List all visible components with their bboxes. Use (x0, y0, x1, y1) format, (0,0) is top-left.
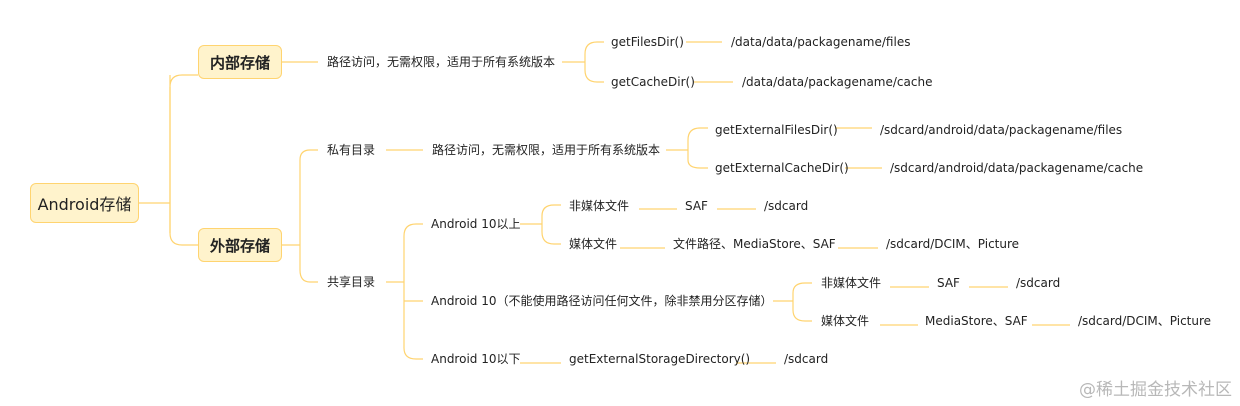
above10-nonmedia-method: SAF (685, 199, 708, 213)
above10-label: Android 10以上 (431, 217, 521, 231)
internal-desc: 路径访问，无需权限，适用于所有系统版本 (327, 55, 556, 69)
private-api-files: getExternalFilesDir() (715, 123, 838, 137)
above10-nonmedia-label: 非媒体文件 (569, 199, 630, 213)
above10-media-method: 文件路径、MediaStore、SAF (673, 237, 836, 251)
below10-method: getExternalStorageDirectory() (569, 352, 751, 366)
private-desc: 路径访问，无需权限，适用于所有系统版本 (432, 143, 661, 157)
internal-path-cache: /data/data/packagename/cache (742, 75, 933, 89)
below10-path: /sdcard (784, 352, 829, 366)
root-node: Android存储 (30, 183, 139, 223)
above10-media-label: 媒体文件 (569, 237, 618, 251)
internal-path-files: /data/data/packagename/files (731, 35, 911, 49)
watermark: @稀土掘金技术社区 (1079, 380, 1232, 400)
above10-media-path: /sdcard/DCIM、Picture (886, 237, 1020, 251)
above10-nonmedia-path: /sdcard (764, 199, 809, 213)
private-path-files: /sdcard/android/data/packagename/files (880, 123, 1123, 137)
eq10-nonmedia-label: 非媒体文件 (821, 276, 882, 290)
eq10-label: Android 10（不能使用路径访问任何文件，除非禁用分区存储） (431, 294, 773, 308)
eq10-nonmedia-method: SAF (937, 276, 960, 290)
eq10-nonmedia-path: /sdcard (1016, 276, 1061, 290)
internal-storage-node: 内部存储 (198, 45, 282, 79)
below10-label: Android 10以下 (431, 352, 521, 366)
external-storage-node: 外部存储 (198, 228, 282, 262)
shared-dir-label: 共享目录 (327, 275, 376, 289)
private-api-cache: getExternalCacheDir() (715, 161, 849, 175)
internal-api-cache: getCacheDir() (611, 75, 695, 89)
private-path-cache: /sdcard/android/data/packagename/cache (890, 161, 1144, 175)
private-dir-label: 私有目录 (327, 143, 376, 157)
internal-api-files: getFilesDir() (611, 35, 684, 49)
eq10-media-path: /sdcard/DCIM、Picture (1078, 314, 1212, 328)
eq10-media-label: 媒体文件 (821, 314, 870, 328)
eq10-media-method: MediaStore、SAF (925, 314, 1028, 328)
